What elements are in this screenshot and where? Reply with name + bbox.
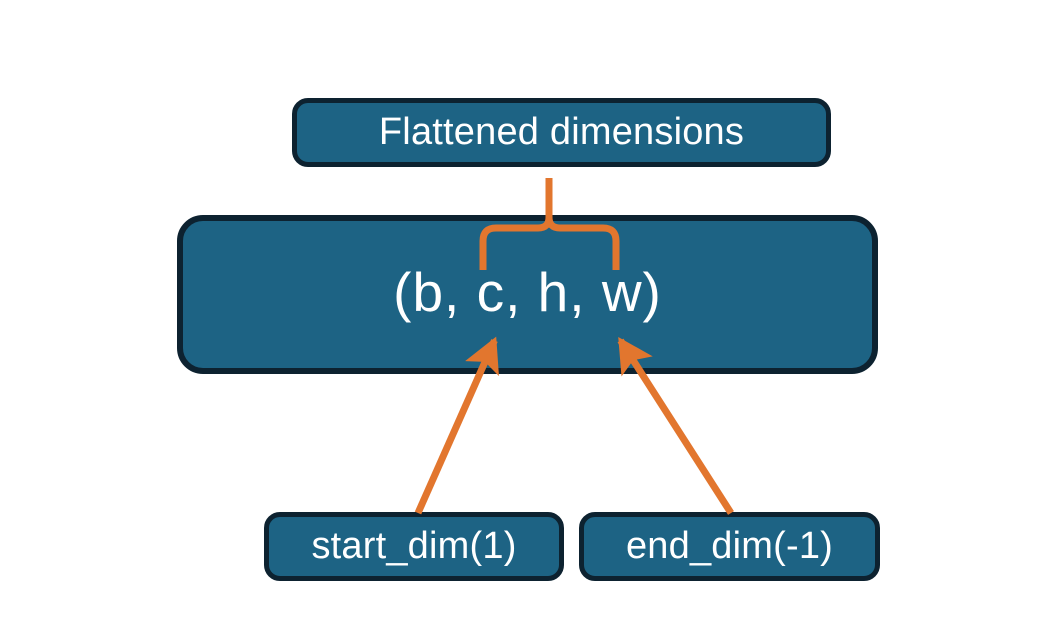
tensor-shape-label: (b, c, h, w) xyxy=(393,261,662,323)
flattened-dimensions-box: Flattened dimensions xyxy=(292,98,831,167)
flattened-dimensions-label: Flattened dimensions xyxy=(378,111,745,153)
end-dim-label: end_dim(-1) xyxy=(625,525,834,567)
tensor-shape-box: (b, c, h, w) xyxy=(177,215,878,374)
start-dim-label: start_dim(1) xyxy=(311,525,517,567)
start-dim-box: start_dim(1) xyxy=(264,512,564,581)
end-dim-box: end_dim(-1) xyxy=(579,512,880,581)
